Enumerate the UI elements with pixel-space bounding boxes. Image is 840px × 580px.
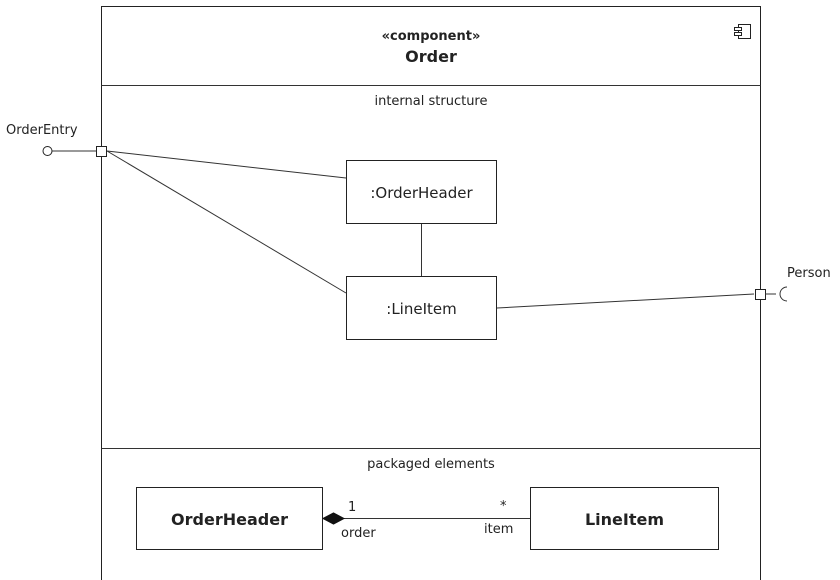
required-interface-label: Person (787, 266, 831, 281)
provided-interface-orderentry (42, 146, 96, 156)
part-lineitem-box (346, 276, 497, 340)
component-stereotype: «component» (382, 29, 481, 44)
required-interface-person (765, 286, 788, 302)
target-multiplicity: * (500, 499, 507, 514)
source-role: order (341, 526, 376, 541)
class-lineitem-name: LineItem (585, 510, 664, 529)
class-lineitem-box (530, 487, 719, 550)
part-orderheader-box (346, 160, 497, 224)
part-lineitem-label: :LineItem (386, 300, 456, 318)
source-multiplicity: 1 (348, 500, 356, 515)
port-left (96, 146, 107, 157)
connector-port-to-lineitem (106, 150, 347, 294)
part-orderheader-label: :OrderHeader (370, 184, 473, 202)
component-name: Order (405, 47, 457, 66)
class-orderheader-name: OrderHeader (171, 510, 288, 529)
port-right (755, 289, 766, 300)
class-orderheader-box (136, 487, 323, 550)
composition-diamond (321, 512, 346, 525)
target-role: item (484, 522, 513, 537)
internal-structure-title: internal structure (374, 94, 487, 109)
connector-lineitem-to-person-port (496, 293, 755, 309)
provided-interface-label: OrderEntry (6, 123, 78, 138)
component-icon (734, 24, 751, 39)
packaged-elements-title: packaged elements (367, 457, 495, 472)
connector-port-to-orderheader (106, 150, 347, 179)
